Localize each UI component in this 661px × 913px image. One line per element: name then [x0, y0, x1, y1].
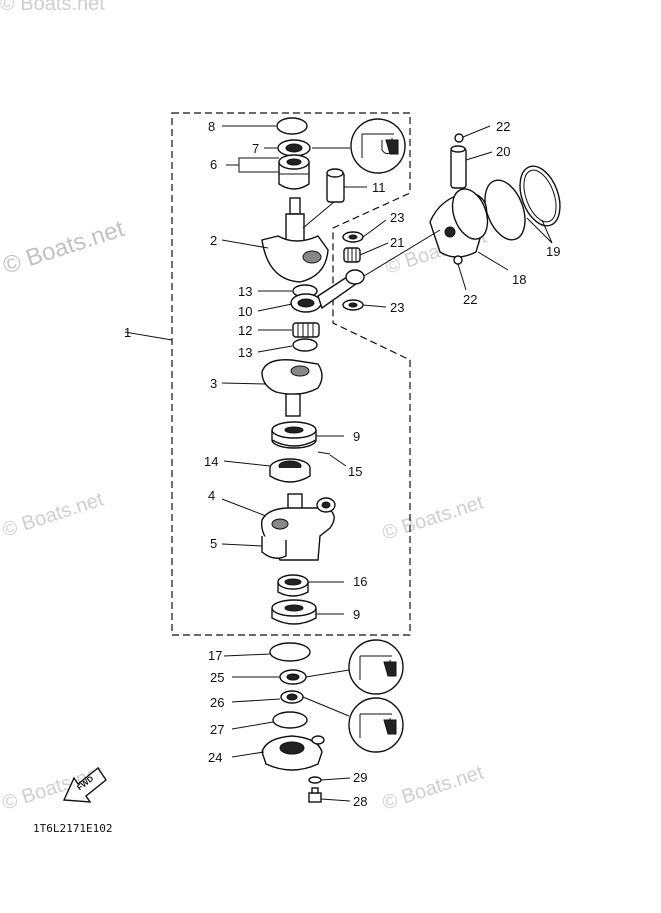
crank-lower-part-4-5 [260, 493, 336, 561]
callout-1: 1 [124, 325, 131, 340]
callout-3: 3 [210, 376, 217, 391]
oil-seal-part-14 [269, 458, 311, 483]
detail-inset-lower [348, 697, 404, 753]
watermark-top: © Boats.net [0, 0, 105, 15]
callout-6: 6 [210, 157, 217, 172]
callout-16: 16 [353, 574, 367, 589]
callout-19: 19 [546, 244, 560, 259]
callout-17: 17 [208, 648, 222, 663]
oil-seal-part-25 [279, 669, 307, 685]
connecting-rod-part-10 [290, 269, 365, 313]
bearing-housing-part-24 [261, 735, 325, 771]
callout-28: 28 [353, 794, 367, 809]
callout-20: 20 [496, 144, 510, 159]
housing-part-6 [278, 154, 310, 190]
piston-part-18 [429, 188, 489, 258]
callout-5: 5 [210, 536, 217, 551]
needle-bearing-part-21 [343, 247, 361, 263]
ball-bearing-part-9-lower [271, 599, 317, 625]
piston-pin-part-20 [450, 145, 467, 189]
washer-part-13-lower [292, 338, 318, 352]
callout-10: 10 [238, 304, 252, 319]
callout-18: 18 [512, 272, 526, 287]
watermarks: © Boats.net © Boats.net © Boats.net © Bo… [0, 0, 490, 815]
crank-upper-part-2 [261, 197, 329, 283]
bolt-part-28 [308, 787, 322, 803]
callout-25: 25 [210, 670, 224, 685]
callout-9-upper: 9 [353, 429, 360, 444]
callout-24: 24 [208, 750, 222, 765]
piston-rings-part-19 [484, 165, 561, 241]
callout-labels: 1 2 3 4 5 6 7 8 9 9 10 11 12 13 13 14 15… [124, 119, 560, 809]
washer-part-29 [308, 776, 322, 784]
callout-11: 11 [372, 180, 386, 195]
watermark-right: © Boats.net [380, 491, 487, 544]
oil-seal-part-26 [280, 690, 304, 704]
crank-part-3 [261, 359, 323, 417]
watermark-bottom-right: © Boats.net [380, 761, 487, 814]
clip-part-22-lower [453, 255, 463, 265]
callout-22-upper: 22 [496, 119, 510, 134]
callout-23-upper: 23 [390, 210, 404, 225]
washer-part-23-upper [342, 231, 364, 243]
oil-seal-part-7 [277, 139, 311, 157]
callout-9-lower: 9 [353, 607, 360, 622]
callout-22-lower: 22 [463, 292, 477, 307]
callout-13-upper: 13 [238, 284, 252, 299]
needle-bearing-part-12 [292, 322, 320, 338]
o-ring-part-17 [269, 642, 311, 662]
callout-21: 21 [390, 235, 404, 250]
washer-part-23-lower [342, 299, 364, 311]
crank-pin-part-11 [326, 168, 345, 203]
diagram-code: 1T6L2171E102 [33, 822, 112, 835]
callout-27: 27 [210, 722, 224, 737]
detail-inset-middle [348, 639, 404, 695]
callout-2: 2 [210, 233, 217, 248]
crankshaft-assembly-outline [171, 112, 411, 636]
clip-part-22-upper [454, 133, 464, 143]
callout-8: 8 [208, 119, 215, 134]
callout-12: 12 [238, 323, 252, 338]
bushing-part-16 [277, 574, 309, 597]
callout-15: 15 [348, 464, 362, 479]
callout-4: 4 [208, 488, 215, 503]
o-ring-part-8 [276, 117, 308, 135]
callout-14: 14 [204, 454, 218, 469]
ball-bearing-part-9-upper [271, 421, 317, 449]
dowel-pin-part-15 [317, 451, 331, 455]
callout-7: 7 [252, 141, 259, 156]
o-ring-part-27 [272, 711, 308, 729]
callout-13-lower: 13 [238, 345, 252, 360]
callout-26: 26 [210, 695, 224, 710]
detail-inset-upper [350, 118, 406, 174]
callout-29: 29 [353, 770, 367, 785]
watermark-mid-left: © Boats.net [0, 488, 107, 541]
watermark-left: © Boats.net [0, 215, 128, 280]
callout-23-lower: 23 [390, 300, 404, 315]
leader-lines [124, 125, 553, 802]
